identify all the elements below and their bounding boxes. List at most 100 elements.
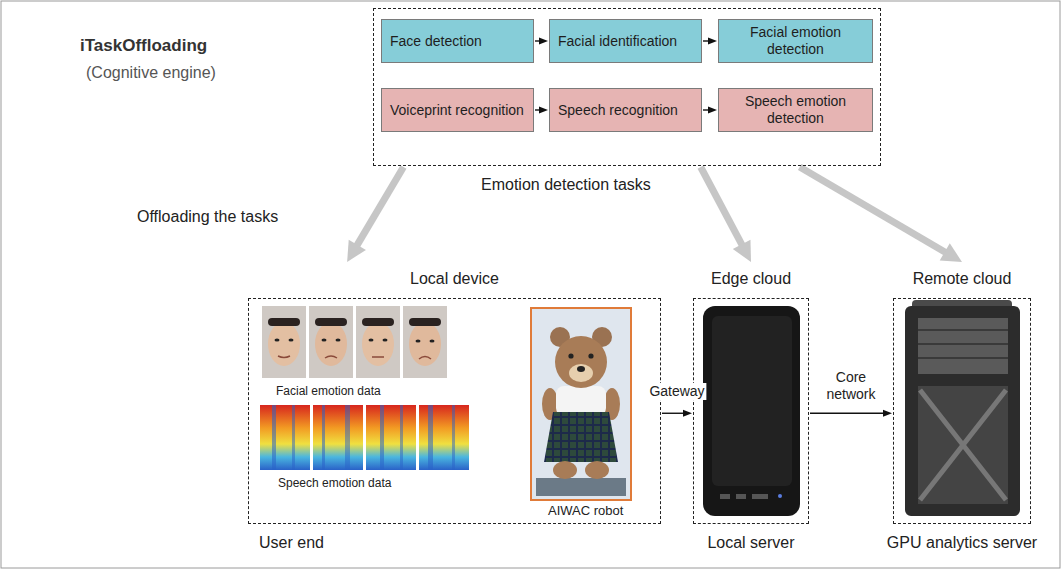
face-photo-part	[322, 338, 327, 341]
arrowhead	[539, 107, 548, 114]
face-photo-part	[278, 356, 290, 358]
connector-line	[662, 413, 684, 414]
robot-photo-part	[588, 353, 593, 358]
connector	[701, 167, 751, 262]
spectrogram	[260, 405, 469, 470]
face-photo-part	[336, 338, 341, 341]
arrowhead	[683, 410, 692, 417]
face-photo-part	[372, 356, 384, 358]
arrowhead	[940, 243, 962, 262]
offload-note: Offloading the tasks	[137, 208, 278, 226]
box-label: Face detection	[390, 33, 525, 50]
box-label: Facial emotion detection	[727, 24, 864, 58]
face-photo-part	[262, 306, 306, 378]
task-box: Speech recognition	[549, 88, 702, 132]
task-box: Face detection	[381, 19, 534, 63]
robot-photo-part	[536, 478, 626, 496]
gpu-server-photo-part	[918, 329, 1008, 331]
face-photo-part	[268, 318, 300, 326]
face-photo-part	[356, 306, 400, 378]
robot-photo-part	[569, 364, 593, 382]
arrowhead	[708, 107, 717, 114]
robot-photo-part	[585, 461, 609, 479]
gpu-server-photo-part	[918, 318, 1008, 374]
spectrogram-part	[260, 405, 310, 470]
box-heading: Remote cloud	[913, 270, 1012, 288]
box-heading: Local device	[410, 270, 499, 288]
connector	[810, 410, 892, 417]
box-label: Speech recognition	[558, 102, 693, 119]
face-photo-part	[369, 338, 374, 341]
arrowhead	[733, 240, 751, 262]
local-server-photo-part	[736, 494, 746, 499]
spectrogram-part	[313, 405, 363, 470]
local-server-photo-part	[778, 494, 782, 498]
connector	[535, 107, 548, 114]
box-heading: Emotion detection tasks	[481, 176, 651, 194]
task-box: Voiceprint recognition	[381, 88, 534, 132]
connector-line	[810, 413, 884, 414]
gpu-server-photo	[905, 300, 1020, 516]
face-photo-part	[419, 357, 431, 360]
robot-photo-part	[544, 412, 618, 462]
spectrogram-part	[366, 405, 416, 470]
face-photo-part	[403, 306, 447, 378]
local-server-photo-part	[703, 306, 800, 516]
robot-photo-part	[556, 386, 606, 416]
task-box: Speech emotion detection	[718, 88, 873, 132]
connector	[703, 38, 717, 45]
local-server-photo-part	[712, 316, 792, 486]
arrowhead	[708, 38, 717, 45]
connector	[662, 410, 692, 417]
data-caption: Speech emotion data	[278, 476, 391, 490]
connector-line	[800, 167, 948, 253]
box-label: Voiceprint recognition	[390, 102, 525, 119]
local-server-photo-part	[720, 494, 730, 499]
box-heading: GPU analytics server	[887, 534, 1037, 552]
spectrogram-part	[428, 405, 433, 470]
face-photo-part	[362, 322, 394, 366]
face-photo-part	[315, 318, 347, 326]
robot-caption: AIWAC robot	[548, 503, 623, 518]
connector-line	[356, 167, 404, 247]
robot-photo-part	[553, 461, 577, 479]
box-heading: User end	[259, 534, 324, 552]
gpu-server-photo-part	[918, 386, 1008, 504]
spectrogram-part	[292, 405, 295, 470]
remote-cloud-box: Remote cloudGPU analytics server	[893, 298, 1031, 524]
face-photo	[262, 306, 447, 378]
face-photo-part	[315, 322, 347, 366]
edge-label: Core network	[817, 369, 885, 403]
connector-line	[701, 167, 743, 247]
edge-cloud-box: Edge cloudLocal server	[693, 298, 809, 524]
spectrogram-part	[345, 405, 350, 470]
face-photo-part	[289, 338, 294, 341]
box-label: Speech emotion detection	[727, 93, 864, 127]
connector	[703, 107, 717, 114]
face-photo-part	[416, 339, 421, 342]
gpu-server-photo-part	[905, 306, 1020, 516]
face-photo-part	[325, 356, 337, 358]
data-caption: Facial emotion data	[276, 384, 381, 398]
spectrogram-part	[322, 405, 325, 470]
spectrogram-part	[452, 405, 455, 470]
box-heading: Local server	[707, 534, 794, 552]
gpu-server-photo-part	[918, 357, 1008, 359]
task-box: Facial identification	[549, 19, 702, 63]
face-photo-part	[362, 318, 394, 326]
engine-title: iTaskOffloading	[80, 36, 207, 56]
box-heading: Edge cloud	[711, 270, 791, 288]
spectrogram-part	[272, 405, 276, 470]
arrowhead	[883, 410, 892, 417]
face-photo-part	[309, 306, 353, 378]
arrowhead	[539, 38, 548, 45]
face-photo-part	[275, 338, 280, 341]
task-box: Facial emotion detection	[718, 19, 873, 63]
local-server-photo-part	[752, 494, 768, 499]
connector	[800, 167, 962, 262]
face-photo-part	[409, 318, 441, 326]
